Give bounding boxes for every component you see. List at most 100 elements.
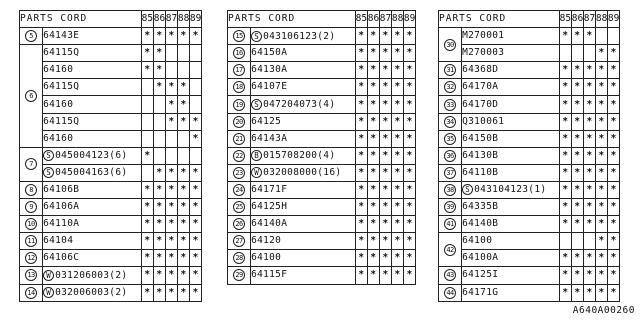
- applicability-mark: *: [168, 201, 175, 213]
- applicability-cell: *: [594, 215, 608, 234]
- applicability-cell: [140, 163, 154, 182]
- applicability-cell: *: [594, 61, 608, 80]
- ref-number-cell: 25: [226, 198, 252, 217]
- applicability-cell: *: [378, 146, 392, 165]
- applicability-cell: *: [390, 61, 404, 80]
- applicability-cell: *: [188, 112, 203, 131]
- part-number: 031206003(2): [55, 269, 128, 281]
- applicability-mark: *: [586, 81, 593, 93]
- part-number-cell: 64120: [250, 232, 356, 251]
- applicability-cell: *: [354, 163, 368, 182]
- ref-number-circle: 31: [444, 64, 457, 77]
- part-number: 64140B: [462, 218, 499, 230]
- applicability-cell: *: [570, 27, 584, 46]
- ref-number-circle: 14: [25, 286, 38, 299]
- year-code-label: 8506: [355, 13, 368, 25]
- applicability-cell: *: [164, 198, 178, 217]
- applicability-mark: *: [574, 115, 581, 127]
- applicability-cell: *: [558, 129, 572, 148]
- applicability-cell: *: [570, 129, 584, 148]
- applicability-mark: *: [180, 166, 187, 178]
- applicability-mark: *: [574, 218, 581, 230]
- applicability-mark: *: [192, 183, 199, 195]
- applicability-mark: *: [598, 115, 605, 127]
- applicability-cell: *: [606, 180, 621, 200]
- applicability-mark: *: [168, 183, 175, 195]
- applicability-cell: *: [164, 215, 178, 234]
- applicability-cell: *: [390, 266, 404, 285]
- applicability-cell: [188, 44, 203, 63]
- applicability-mark: *: [192, 166, 199, 178]
- applicability-mark: *: [168, 252, 175, 264]
- applicability-cell: *: [354, 112, 368, 131]
- part-number-cell: 64110B: [461, 163, 560, 182]
- applicability-cell: *: [366, 61, 380, 80]
- part-prefix-circle: W: [43, 287, 55, 299]
- applicability-mark: *: [574, 269, 581, 281]
- applicability-mark: *: [144, 252, 151, 264]
- part-number: 64150B: [462, 132, 499, 144]
- applicability-cell: *: [152, 232, 166, 251]
- applicability-cell: *: [140, 44, 154, 63]
- ref-number-circle: 30: [444, 38, 457, 51]
- ref-number-circle: 6: [25, 89, 38, 102]
- applicability-mark: *: [562, 81, 569, 93]
- applicability-cell: *: [366, 27, 380, 46]
- applicability-cell: [594, 27, 608, 46]
- applicability-mark: *: [382, 47, 389, 59]
- part-number-cell: 64160: [42, 95, 142, 114]
- applicability-cell: *: [188, 129, 203, 148]
- ref-number-circle: 23: [233, 166, 246, 179]
- part-number: 64125I: [462, 269, 499, 281]
- applicability-cell: *: [378, 215, 392, 234]
- applicability-cell: *: [176, 215, 190, 234]
- applicability-mark: *: [610, 183, 617, 195]
- ref-number-cell: 8: [18, 180, 44, 200]
- part-number: 64143A: [251, 132, 288, 144]
- ref-number-circle: 5: [25, 30, 38, 43]
- applicability-mark: *: [144, 64, 151, 76]
- part-number: 64107E: [251, 81, 288, 93]
- applicability-cell: *: [354, 78, 368, 97]
- applicability-cell: *: [606, 283, 621, 302]
- applicability-cell: *: [390, 249, 404, 268]
- applicability-cell: *: [152, 266, 166, 285]
- ref-number-circle: 24: [233, 183, 246, 196]
- part-number: 64170A: [462, 81, 499, 93]
- applicability-mark: *: [358, 235, 365, 247]
- applicability-mark: *: [610, 286, 617, 298]
- applicability-cell: [152, 129, 166, 148]
- applicability-cell: *: [378, 163, 392, 182]
- part-number: 64104: [43, 235, 74, 247]
- ref-number-circle: 11: [25, 235, 38, 248]
- applicability-cell: [188, 95, 203, 114]
- applicability-cell: *: [164, 163, 178, 182]
- applicability-cell: *: [354, 266, 368, 285]
- applicability-cell: *: [402, 44, 417, 63]
- applicability-mark: *: [382, 30, 389, 42]
- applicability-cell: *: [402, 266, 417, 285]
- applicability-mark: *: [370, 98, 377, 110]
- applicability-mark: *: [598, 218, 605, 230]
- applicability-cell: *: [570, 249, 584, 268]
- applicability-mark: *: [382, 183, 389, 195]
- year-code-label: 8906: [189, 13, 202, 25]
- ref-number-circle: 18: [233, 81, 246, 94]
- part-number-cell: 64143E: [42, 27, 142, 46]
- applicability-cell: *: [402, 112, 417, 131]
- ref-number-circle: 41: [444, 218, 457, 231]
- applicability-mark: *: [562, 201, 569, 213]
- applicability-mark: *: [370, 81, 377, 93]
- table-row: 64115Q***: [20, 78, 203, 97]
- applicability-cell: *: [582, 249, 596, 268]
- ref-number-cell: 33: [437, 95, 463, 114]
- part-number-cell: 64170A: [461, 78, 560, 97]
